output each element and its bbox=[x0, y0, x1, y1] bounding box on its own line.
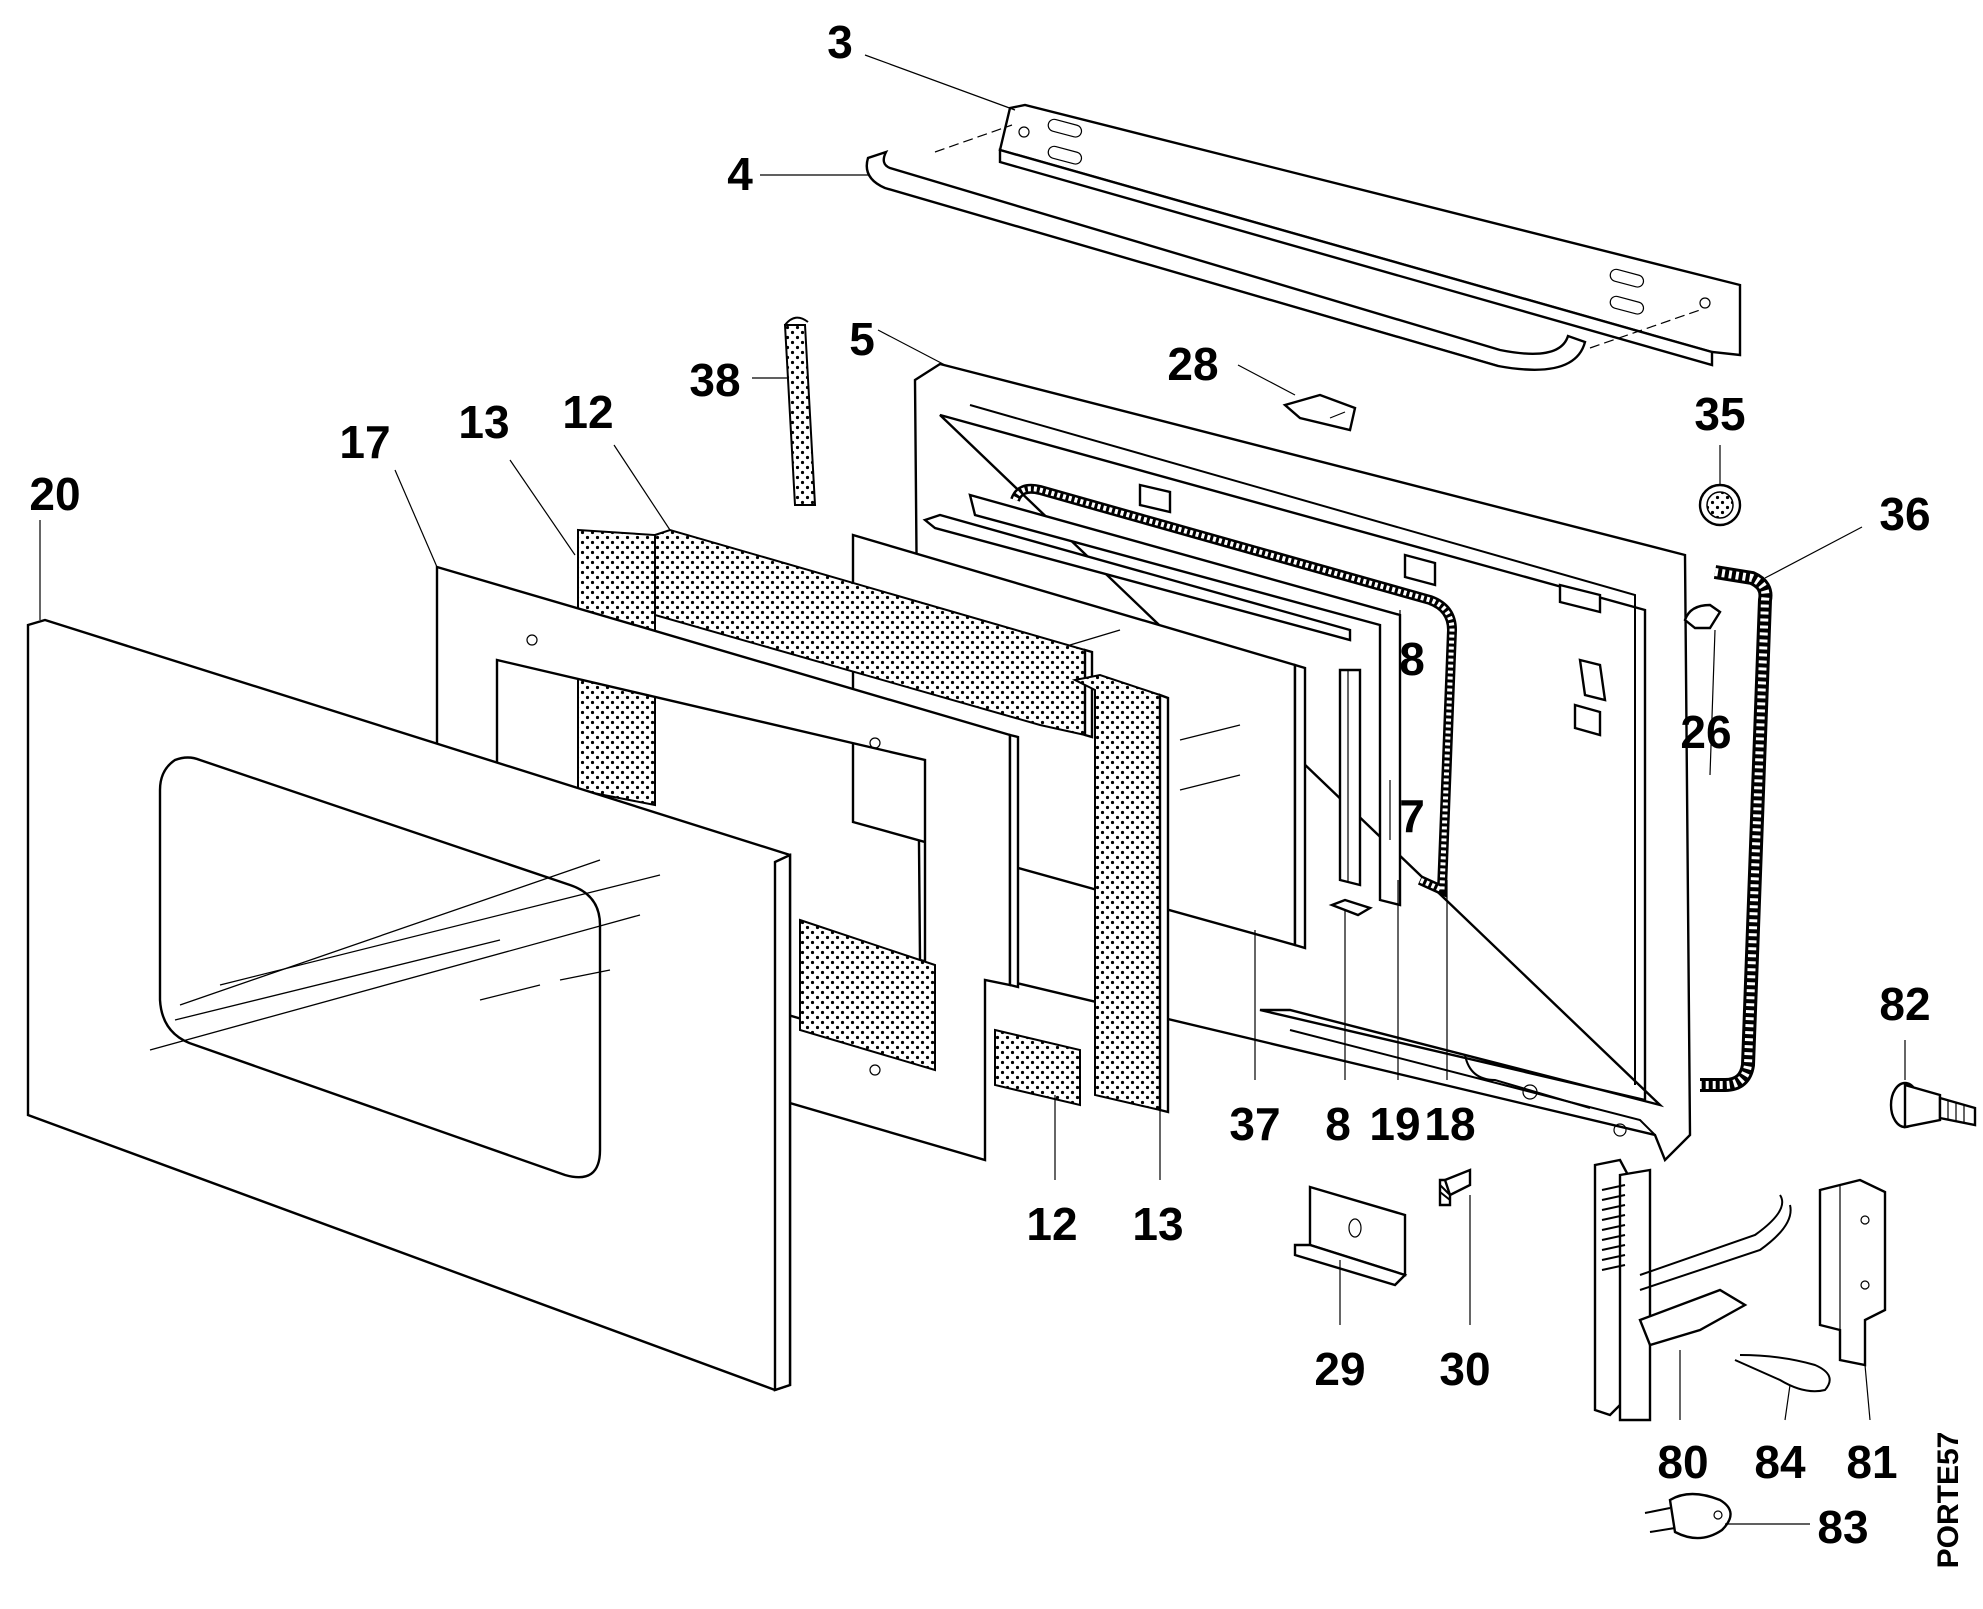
callout-36: 36 bbox=[1879, 488, 1930, 540]
callout-labels: 3 4 5 38 28 35 36 17 13 12 20 8 7 26 37 … bbox=[29, 16, 1930, 1553]
part-81-hinge-receiver bbox=[1818, 1178, 1887, 1367]
callout-26: 26 bbox=[1680, 706, 1731, 758]
callout-20: 20 bbox=[29, 468, 80, 520]
callout-8-top: 8 bbox=[1399, 633, 1425, 685]
callout-18: 18 bbox=[1424, 1098, 1475, 1150]
part-20-outer-glass-door bbox=[26, 618, 792, 1392]
callout-3: 3 bbox=[827, 16, 853, 68]
part-84-pin bbox=[1734, 1354, 1831, 1393]
leader-lines bbox=[39, 54, 1906, 1525]
part-30-screw bbox=[1438, 1168, 1472, 1207]
part-29-bracket bbox=[1293, 1185, 1408, 1287]
part-80-hinge bbox=[1593, 1158, 1792, 1422]
part-18-inner-gasket bbox=[1010, 483, 1458, 898]
callout-82: 82 bbox=[1879, 978, 1930, 1030]
part-7-strip bbox=[1338, 668, 1362, 887]
callout-5: 5 bbox=[849, 313, 875, 365]
callout-81: 81 bbox=[1846, 1436, 1897, 1488]
callout-13-top: 13 bbox=[458, 396, 509, 448]
drawing-code: PORTE57 bbox=[1932, 1432, 1965, 1569]
part-82-stud bbox=[1889, 1081, 1977, 1129]
part-12-insulation-bottom bbox=[994, 1028, 1081, 1107]
part-4-handle-rail bbox=[865, 124, 1701, 371]
callout-80: 80 bbox=[1657, 1436, 1708, 1488]
callout-29: 29 bbox=[1314, 1343, 1365, 1395]
part-8-rails bbox=[922, 513, 1373, 917]
part-38-seal bbox=[783, 316, 817, 506]
callout-37: 37 bbox=[1229, 1098, 1280, 1150]
callout-7: 7 bbox=[1399, 790, 1425, 842]
part-26-latch bbox=[1683, 603, 1722, 630]
callout-19: 19 bbox=[1369, 1098, 1420, 1150]
callout-17: 17 bbox=[339, 416, 390, 468]
part-3-top-bracket bbox=[998, 103, 1742, 367]
callout-38: 38 bbox=[689, 354, 740, 406]
callout-28: 28 bbox=[1167, 338, 1218, 390]
callout-4: 4 bbox=[727, 148, 753, 200]
callout-84: 84 bbox=[1754, 1436, 1806, 1488]
part-36-gasket bbox=[1700, 565, 1773, 1092]
callout-35: 35 bbox=[1694, 388, 1745, 440]
callout-12-top: 12 bbox=[562, 386, 613, 438]
callout-12-bottom: 12 bbox=[1026, 1198, 1077, 1250]
part-83-plate bbox=[1644, 1492, 1732, 1540]
part-35-knob bbox=[1698, 483, 1742, 527]
callout-83: 83 bbox=[1817, 1501, 1868, 1553]
callout-30: 30 bbox=[1439, 1343, 1490, 1395]
part-28-clip bbox=[1282, 393, 1357, 432]
callout-13-bottom: 13 bbox=[1132, 1198, 1183, 1250]
callout-8-bottom: 8 bbox=[1325, 1098, 1351, 1150]
